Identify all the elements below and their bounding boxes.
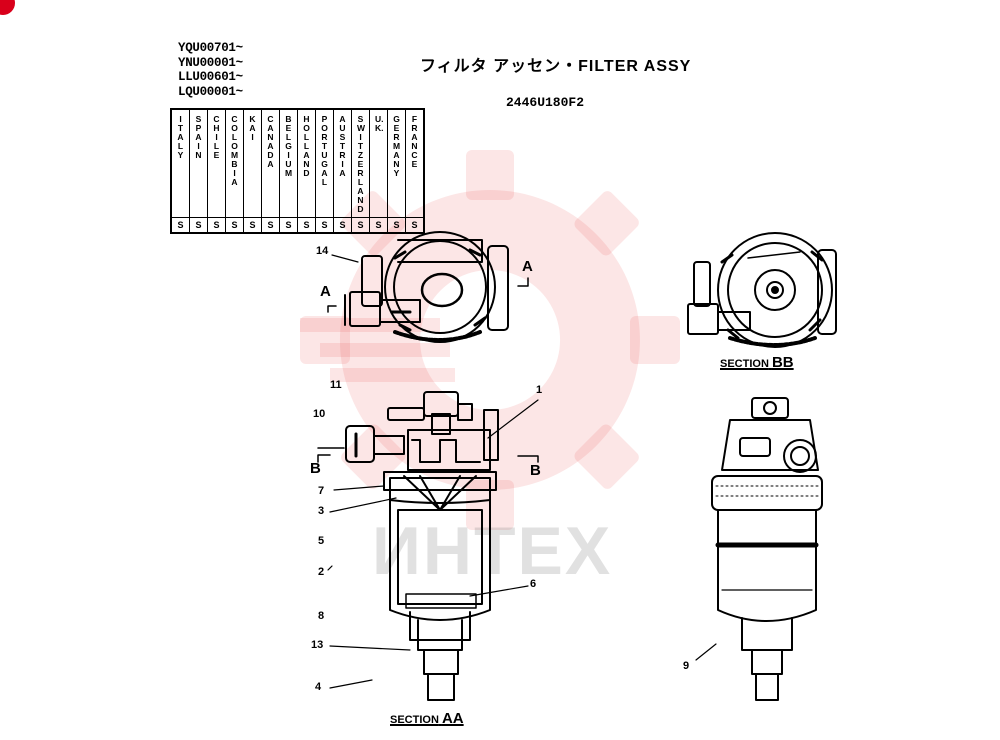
serial-number-list: YQU00701~ YNU00001~ LLU00601~ LQU00001~: [178, 41, 243, 99]
section-bb-label: SECTION BB: [720, 354, 794, 371]
section-marker-b-left: B: [310, 460, 321, 477]
callout-10: 10: [313, 408, 326, 420]
serial-number: YNU00001~: [178, 55, 243, 70]
country-cell: ITALY: [170, 108, 190, 218]
section-marker-b-right: B: [530, 462, 541, 479]
country-table: ITALY SPAIN CHILE COLOMBIA KAI CANADA BE…: [170, 108, 425, 234]
watermark-text: ИНТЕХ: [372, 513, 613, 589]
callout-5: 5: [318, 535, 325, 547]
callout-3: 3: [318, 505, 325, 517]
callout-11: 11: [330, 379, 342, 391]
mark-cell: S: [405, 217, 425, 234]
serial-number: YQU00701~: [178, 41, 243, 55]
callout-1: 1: [536, 384, 543, 396]
section-aa-drawing: [317, 391, 539, 701]
callout-6: 6: [530, 578, 537, 590]
callout-2: 2: [318, 566, 325, 578]
top-view-drawing: [327, 231, 529, 343]
country-cell: PORTUGAL: [315, 108, 334, 218]
callout-8: 8: [318, 610, 325, 622]
callout-13: 13: [311, 639, 324, 651]
mark-cell: S: [279, 217, 298, 234]
country-cell: SWITZERLAND: [351, 108, 370, 218]
diagram-title: フィルタ アッセン・FILTER ASSY: [420, 58, 692, 75]
country-cell: GERMANY: [387, 108, 406, 218]
serial-number: LQU00001~: [178, 84, 243, 99]
callout-9: 9: [683, 660, 690, 672]
mark-cell: S: [387, 217, 406, 234]
country-cell: CANADA: [261, 108, 280, 218]
section-bb-drawing: [687, 232, 837, 348]
mark-cell: S: [333, 217, 352, 234]
section-marker-a-right: A: [522, 258, 533, 275]
callout-14: 14: [316, 245, 329, 257]
serial-number: LLU00601~: [178, 70, 243, 84]
exterior-view-drawing: [695, 397, 823, 701]
callout-7: 7: [318, 485, 325, 497]
section-aa-label: SECTION AA: [390, 710, 464, 727]
callout-4: 4: [315, 681, 322, 693]
country-cell: FRANCE: [405, 108, 425, 218]
part-number: 2446U180F2: [506, 95, 585, 110]
corner-badge: [0, 0, 15, 15]
section-marker-a-left: A: [320, 283, 331, 300]
